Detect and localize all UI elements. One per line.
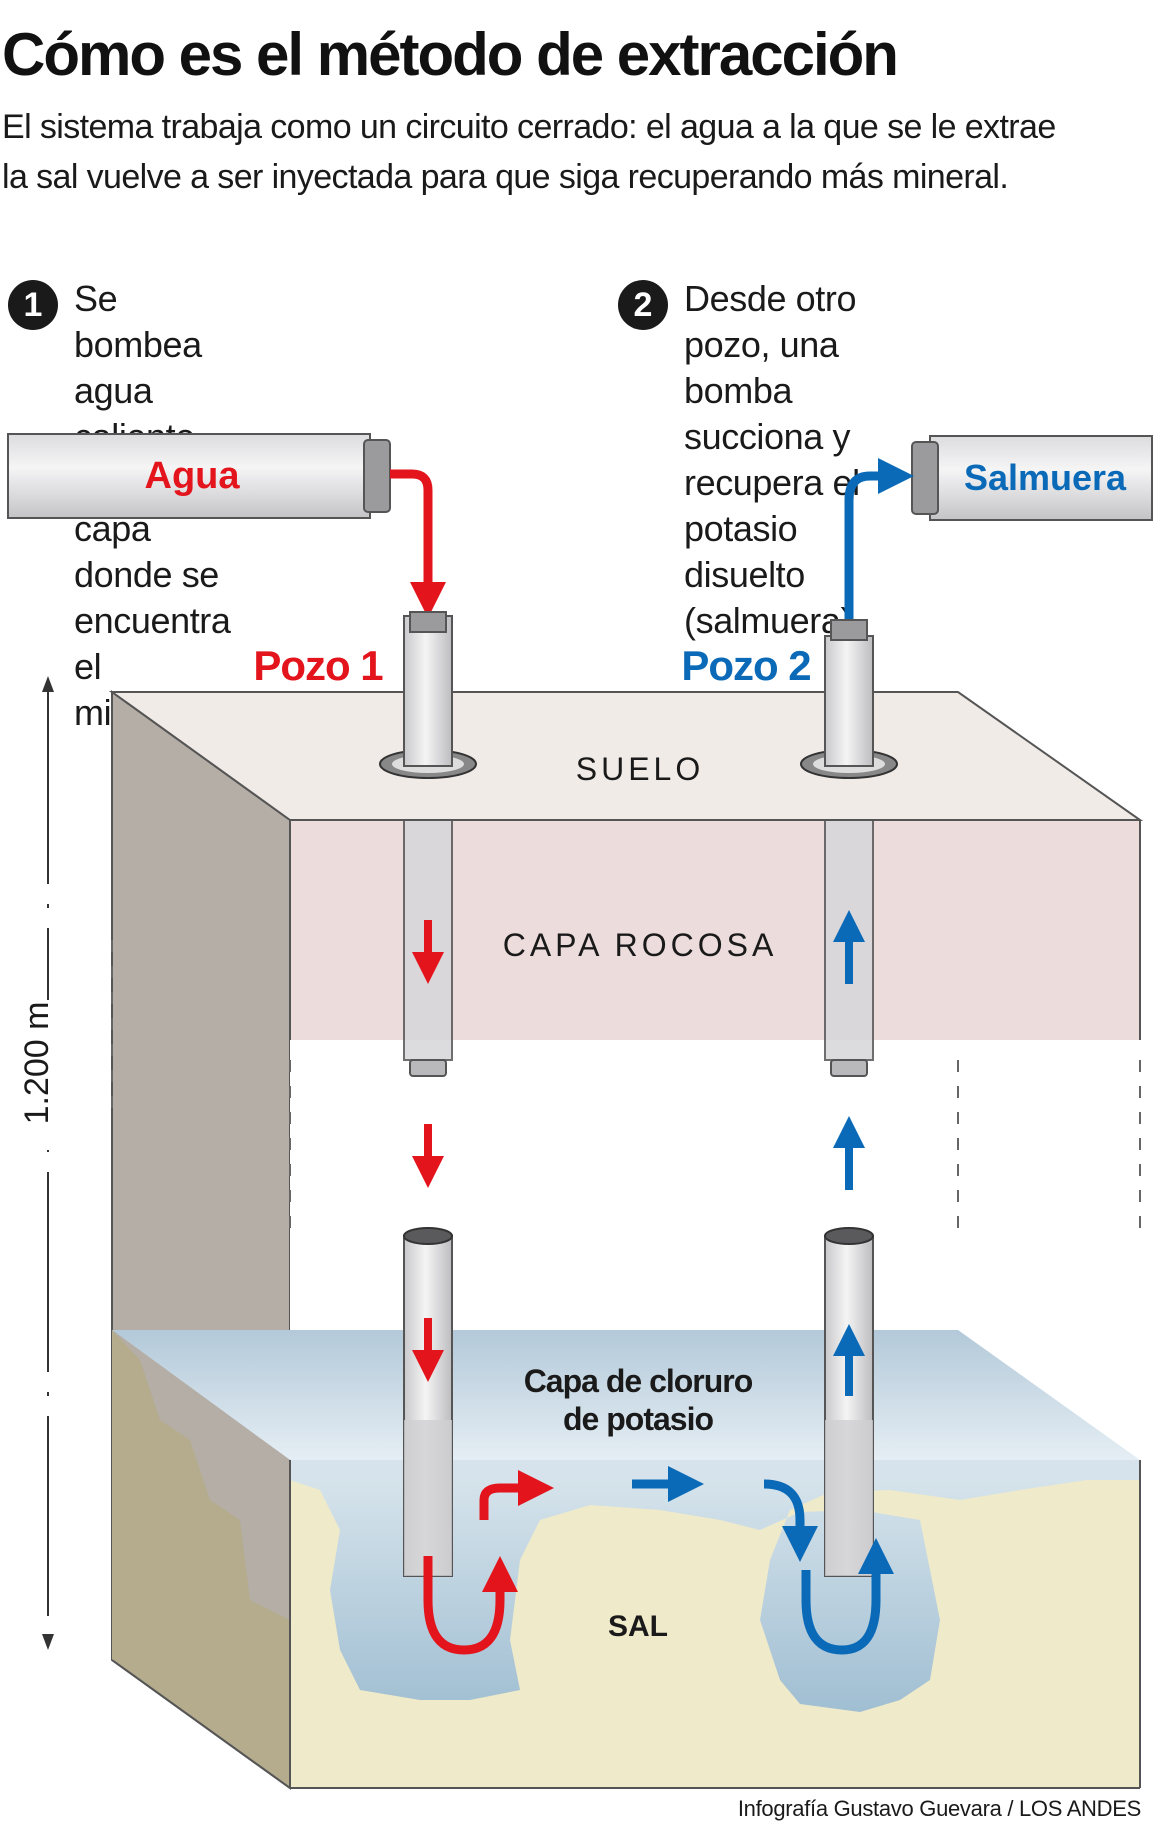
well-1: Pozo 1 [253,611,477,1577]
outlet-pipe-label: Salmuera [964,457,1127,498]
well-1-label: Pozo 1 [253,642,383,689]
upflow-arrows [632,910,894,1655]
step-2-number-badge: 2 [618,280,668,330]
step-1-line-3: encuentra el mineral. [74,600,231,733]
potash-label-line-1: Capa de cloruro [524,1363,753,1399]
potash-top [112,1330,1140,1460]
page-title: Cómo es el método de extracción [2,21,899,88]
step-2-line-1: Desde otro pozo, una bomba [684,278,857,411]
salt-label: SAL [608,1610,668,1643]
dissolution-cavity [290,1460,1140,1712]
soil-label: SUELO [576,751,704,787]
subtitle-line-1: El sistema trabaja como un circuito cerr… [2,108,1056,146]
outlet-flow-arrow [844,458,914,620]
inlet-pipe: Agua [7,433,391,519]
well-2-label: Pozo 2 [681,642,810,689]
subtitle-line-2: la sal vuelve a ser inyectada para que s… [2,158,1009,196]
downflow-arrows [412,920,554,1655]
page-subtitle: El sistema trabaja como un circuito cerr… [2,102,1152,202]
inlet-pipe-label: Agua [145,455,241,497]
step-2-line-2: succiona y recupera el [684,416,860,503]
step-1-number-badge: 1 [8,280,58,330]
well-2: Pozo 2 [681,619,898,1577]
outlet-pipe: Salmuera [911,435,1153,521]
step-2-text: Desde otro pozo, una bomba succiona y re… [684,276,862,644]
depth-indicator: 1.200 m [18,676,66,1650]
rock-label: CAPA ROCOSA [503,927,778,963]
credit-line: Infografía Gustavo Guevara / LOS ANDES [737,1796,1141,1821]
inlet-flow-arrow [390,469,446,618]
depth-label: 1.200 m [18,1002,56,1125]
potash-label-line-2: de potasio [563,1401,713,1437]
